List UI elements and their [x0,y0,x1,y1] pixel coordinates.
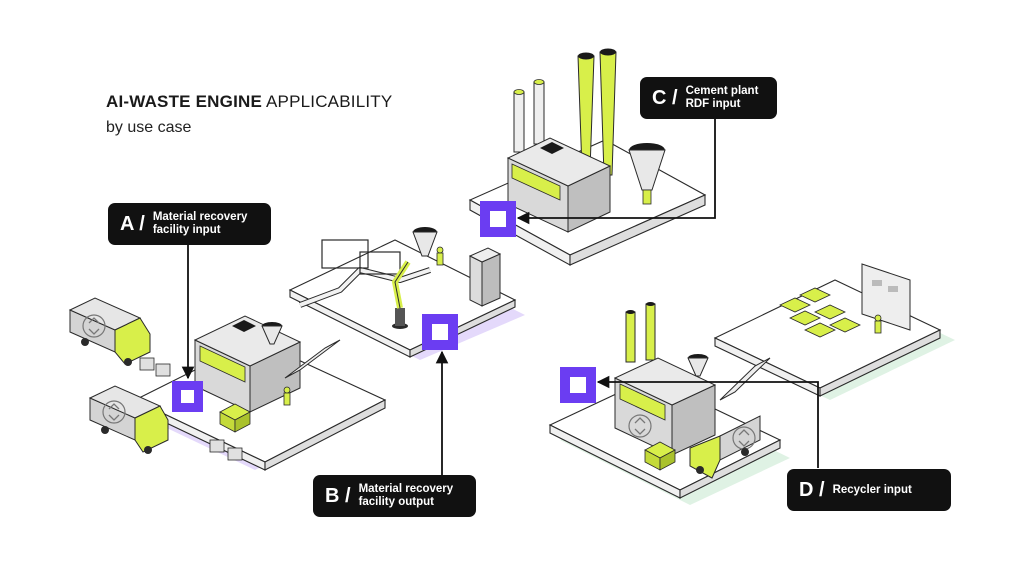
mrf-input-platform [133,315,387,471]
page-title: AI-WASTE ENGINE APPLICABILITY [106,92,392,112]
callout-a: A / Material recovery facility input [108,203,271,245]
callout-text: Material recovery facility input [153,211,248,237]
callout-line: RDF input [685,98,741,110]
arrow-icon [181,118,819,486]
smokestack-icon [513,48,617,176]
callout-letter: B / [325,484,351,507]
callout-line: facility input [152,224,221,236]
marker-square-icon [172,381,203,412]
control-panel-icon [861,263,911,331]
truck-icon [88,385,169,454]
callout-d: D / Recycler input [787,469,951,511]
marker-square-icon [480,201,516,237]
callout-b: B / Material recovery facility output [313,475,476,517]
callout-line: Recycler input [832,483,912,496]
callout-line: facility output [358,496,434,508]
marker-square-icon [560,367,596,403]
title-rest: APPLICABILITY [266,92,393,111]
callout-text: Material recovery facility output [359,483,454,509]
truck-icon [68,297,151,366]
callout-line: Cement plant [685,85,759,97]
mrf-output-platform [288,227,525,360]
hopper-icon [412,227,438,257]
callout-line: Material recovery [152,211,248,223]
title-bold: AI-WASTE ENGINE [106,92,263,111]
callout-text: Cement plant RDF input [686,85,759,111]
robot-arm-icon [391,260,411,329]
page-subtitle: by use case [106,119,192,136]
marker-square-icon [422,314,458,350]
callout-line: Material recovery [358,483,454,495]
truck-icon [689,415,761,479]
callout-c: C / Cement plant RDF input [640,77,777,119]
cement-plant-platform [468,48,707,266]
callout-letter: A / [120,212,145,235]
recycler-platform [548,263,955,505]
callout-letter: C / [652,86,678,109]
callout-letter: D / [799,478,825,501]
callout-text: Recycler input [833,484,912,497]
